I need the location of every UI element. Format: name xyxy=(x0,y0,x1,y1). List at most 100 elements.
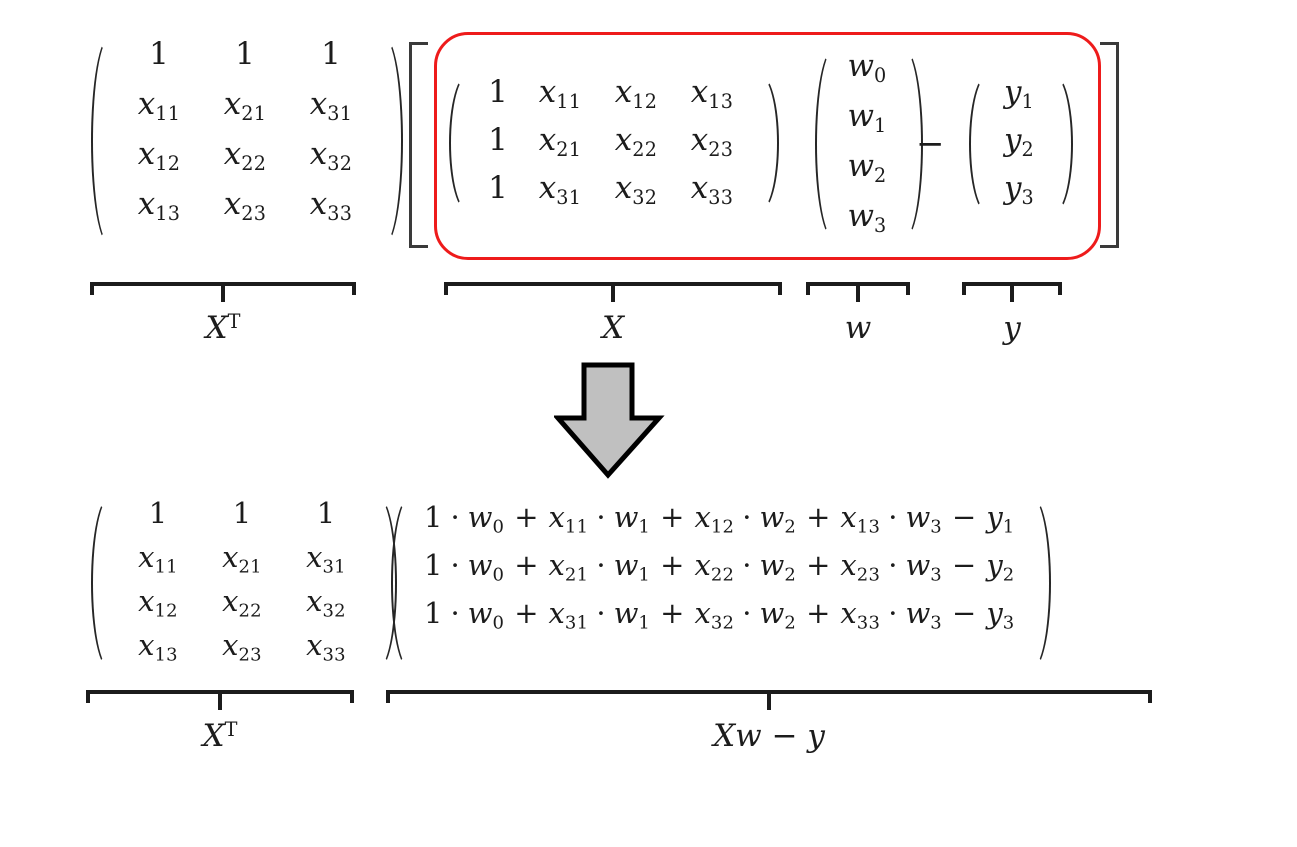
dot-operator: · xyxy=(450,548,460,582)
matrix-cell: x21 xyxy=(538,122,582,161)
vector-row: y2 xyxy=(994,122,1044,161)
matrix-row: x12 x22 x32 xyxy=(116,584,368,622)
right-parenthesis-icon xyxy=(1028,494,1052,672)
brace-stem xyxy=(1010,286,1014,302)
top-x-matrix: 1 x11 x12 x13 1 x21 x22 x23 1 x31 x32 x3… xyxy=(446,72,779,214)
result-term: w0 xyxy=(467,500,505,538)
plus-operator: + xyxy=(806,548,831,582)
matrix-row: x12 x22 x32 xyxy=(116,136,374,175)
vector-row: w0 xyxy=(840,48,894,87)
brace-stem xyxy=(218,694,222,710)
outer-bracket-right xyxy=(1100,42,1119,248)
bottom-result-matrix-body: 1 · w0 + x11 · w1 + x12 · w2 + x13 · w3 … xyxy=(410,494,1028,672)
result-term: x23 xyxy=(840,548,881,586)
left-parenthesis-icon xyxy=(88,494,110,672)
matrix-cell: x32 xyxy=(614,170,658,209)
brace-tick-right xyxy=(350,690,354,703)
brace-tick-left xyxy=(806,282,810,295)
left-parenthesis-icon xyxy=(966,72,988,216)
brace-bar xyxy=(962,282,1062,286)
plus-operator: + xyxy=(660,548,685,582)
right-parenthesis-icon xyxy=(900,46,923,242)
result-term: x21 xyxy=(548,548,589,586)
result-target: y1 xyxy=(986,500,1015,538)
matrix-cell: 1 xyxy=(232,496,252,530)
minus-operator: − xyxy=(916,124,945,164)
brace-stem xyxy=(221,286,225,302)
brace-tick-left xyxy=(444,282,448,295)
matrix-cell: 1 xyxy=(235,36,255,72)
vector-cell: w3 xyxy=(847,198,887,237)
matrix-cell: x21 xyxy=(222,540,262,578)
matrix-row: x13 x23 x33 xyxy=(116,186,374,225)
result-term: w2 xyxy=(759,596,797,634)
brace-bar xyxy=(86,690,354,694)
matrix-cell: x22 xyxy=(614,122,658,161)
result-term: x13 xyxy=(840,500,881,538)
plus-operator: + xyxy=(514,548,539,582)
result-term: w3 xyxy=(905,596,942,634)
top-y-vector: y1 y2 y3 xyxy=(966,72,1073,216)
top-w-vector: w0 w1 w2 w3 xyxy=(812,46,923,242)
result-term: w3 xyxy=(905,500,942,538)
matrix-cell: 1 xyxy=(488,122,508,158)
result-term: x33 xyxy=(840,596,881,634)
result-term: w1 xyxy=(613,500,651,538)
matrix-cell: x11 xyxy=(538,74,582,113)
matrix-row: 1 x21 x22 x23 xyxy=(474,122,750,161)
brace-bar xyxy=(386,690,1152,694)
matrix-cell: 1 xyxy=(148,496,168,530)
underbrace-label-xt: XT xyxy=(205,310,241,346)
brace-tick-right xyxy=(352,282,356,295)
vector-cell: y2 xyxy=(1003,122,1035,161)
top-w-vector-body: w0 w1 w2 w3 xyxy=(834,46,900,242)
vector-row: y1 xyxy=(994,74,1044,113)
matrix-cell: x22 xyxy=(222,584,262,622)
result-term: x12 xyxy=(694,500,735,538)
outer-bracket-left xyxy=(409,42,428,248)
top-y-vector-body: y1 y2 y3 xyxy=(988,72,1050,216)
result-term: w2 xyxy=(759,548,797,586)
minus-operator: − xyxy=(952,548,977,582)
matrix-cell: x11 xyxy=(138,540,178,578)
plus-operator: + xyxy=(660,596,685,630)
matrix-cell: x13 xyxy=(690,74,734,113)
matrix-row: 1 x11 x12 x13 xyxy=(474,74,750,113)
matrix-row: 1 1 1 xyxy=(116,36,374,72)
result-term: x32 xyxy=(694,596,735,634)
brace-bar xyxy=(806,282,910,286)
brace-tick-right xyxy=(906,282,910,295)
matrix-cell: x13 xyxy=(137,186,181,225)
matrix-cell: 1 xyxy=(149,36,169,72)
brace-tick-right xyxy=(778,282,782,295)
dot-operator: · xyxy=(888,596,898,630)
dot-operator: · xyxy=(888,500,898,534)
matrix-row: x11 x21 x31 xyxy=(116,86,374,123)
result-term: w0 xyxy=(467,596,505,634)
matrix-cell: x12 xyxy=(137,136,181,175)
left-parenthesis-icon xyxy=(812,46,834,242)
result-target: y2 xyxy=(986,548,1015,586)
matrix-row: x13 x23 x33 xyxy=(116,628,368,664)
brace-stem xyxy=(856,286,860,302)
bottom-xt-matrix-body: 1 1 1 x11 x21 x31 x12 x22 x32 x13 x23 x3… xyxy=(110,494,374,672)
minus-operator: − xyxy=(952,500,977,534)
top-x-matrix-body: 1 x11 x12 x13 1 x21 x22 x23 1 x31 x32 x3… xyxy=(468,72,756,214)
result-term: w2 xyxy=(759,500,797,538)
vector-cell: w0 xyxy=(847,48,887,87)
brace-tick-right xyxy=(1148,690,1152,703)
result-term: x31 xyxy=(548,596,589,634)
plus-operator: + xyxy=(514,596,539,630)
brace-stem xyxy=(611,286,615,302)
bottom-xt-matrix: 1 1 1 x11 x21 x31 x12 x22 x32 x13 x23 x3… xyxy=(88,494,397,672)
dot-operator: · xyxy=(596,596,606,630)
underbrace-label-w: w xyxy=(844,310,872,346)
dot-operator: · xyxy=(742,500,752,534)
result-term: 1 xyxy=(424,596,443,630)
top-xt-matrix: 1 1 1 x11 x21 x31 x12 x22 x32 x13 x23 x3… xyxy=(88,34,403,248)
vector-cell: y1 xyxy=(1003,74,1035,113)
brace-tick-left xyxy=(86,690,90,703)
result-row: 1 · w0 + x11 · w1 + x12 · w2 + x13 · w3 … xyxy=(424,500,1015,538)
minus-operator: − xyxy=(952,596,977,630)
left-parenthesis-icon xyxy=(88,34,110,248)
